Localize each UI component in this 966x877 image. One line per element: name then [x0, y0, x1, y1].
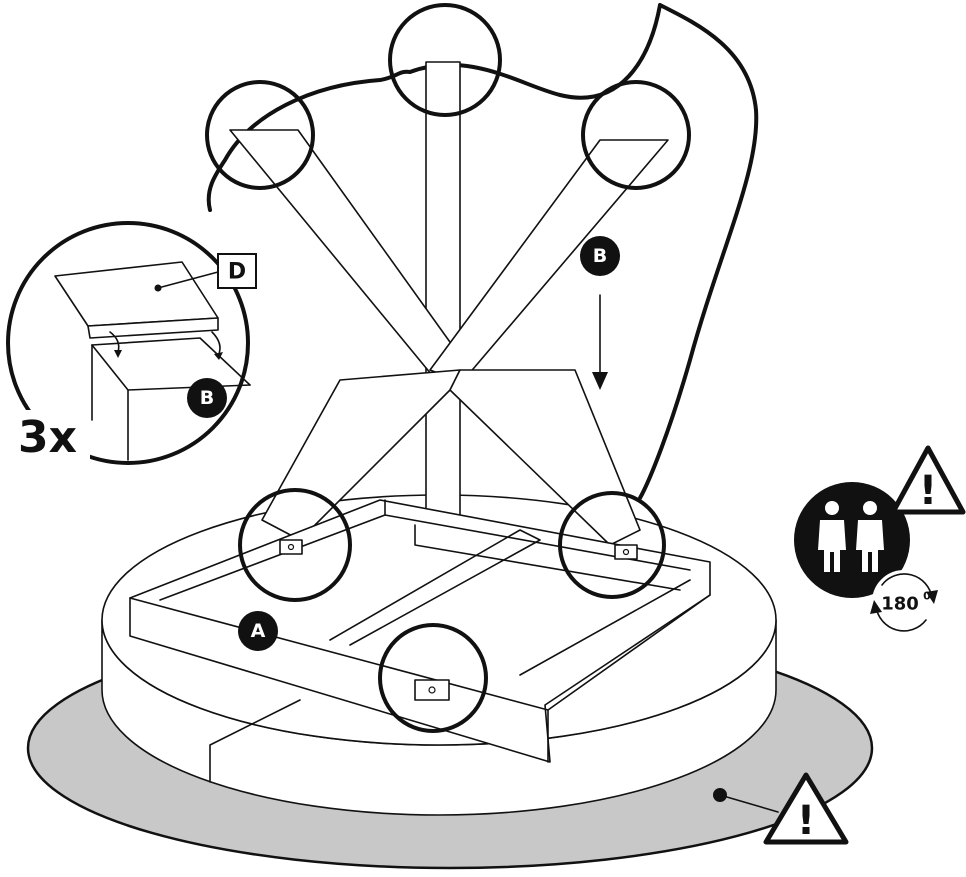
detail-callout-outline [206, 3, 759, 500]
inset-detail: D B [6, 221, 257, 465]
down-arrow-icon [592, 294, 608, 390]
part-a-badge: A [251, 620, 266, 642]
rotation-unit: 0 [923, 590, 931, 603]
repeat-count: 3x [18, 412, 77, 463]
part-d-label: D [228, 260, 246, 285]
warning-mark-bottom: ! [797, 798, 815, 844]
warning-triangle-icon: ! [890, 445, 966, 515]
corner-brackets [279, 539, 638, 701]
diagonal-legs [229, 129, 669, 546]
part-b-badge: B [593, 245, 607, 267]
warning-mark-top: ! [919, 468, 937, 514]
rotate-180-icon: 180 0 [870, 570, 938, 634]
mat-warning: ! [713, 772, 849, 845]
detail-circles [205, 3, 691, 733]
part-b-badge-inset: B [200, 387, 214, 409]
rotation-degrees: 180 [881, 594, 919, 615]
two-person-icon [794, 482, 910, 598]
